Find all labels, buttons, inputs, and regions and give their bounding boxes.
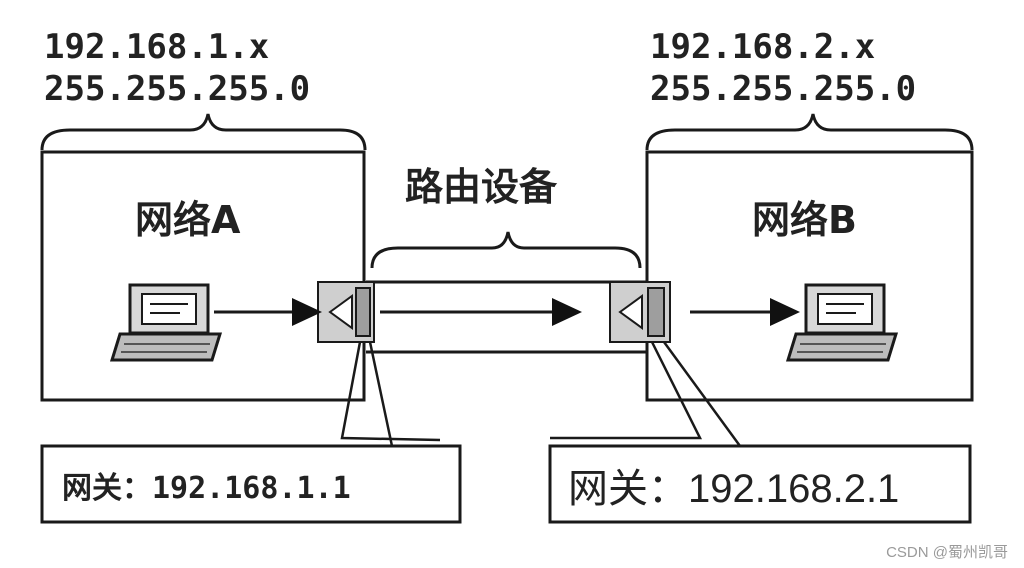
network-b-box xyxy=(645,150,974,402)
gateway-a-leader xyxy=(340,341,441,442)
network-a-brace xyxy=(40,113,367,151)
computer-b-icon xyxy=(785,283,899,362)
gateway-b-leader xyxy=(550,341,703,440)
network-b-brace xyxy=(645,113,974,151)
network-b-mask: 255.255.255.0 xyxy=(650,69,916,109)
network-a-box xyxy=(40,150,366,402)
gateway-b-label: 网关：192.168.2.1 xyxy=(568,467,899,511)
gateway-a-label: 网关：192.168.1.1 xyxy=(62,471,351,506)
router-brace xyxy=(370,231,642,269)
network-b-label: 网络B xyxy=(752,198,857,242)
arrow-a-to-router xyxy=(214,298,322,326)
network-a-label: 网络A xyxy=(135,198,241,242)
watermark-text: CSDN @蜀州凯哥 xyxy=(886,544,1008,561)
arrow-router-to-b xyxy=(690,298,800,326)
router-port-b-icon xyxy=(609,281,671,343)
arrow-through-router xyxy=(380,298,582,326)
network-a-ip: 192.168.1.x xyxy=(44,27,269,67)
network-b-ip: 192.168.2.x xyxy=(650,27,875,67)
gateway-a-box xyxy=(40,444,462,524)
gateway-a-leader-2 xyxy=(368,341,455,448)
network-a-mask: 255.255.255.0 xyxy=(44,69,310,109)
router-label: 路由设备 xyxy=(405,165,558,209)
router-port-a-icon xyxy=(317,281,375,343)
gateway-b-box xyxy=(548,444,972,524)
computer-a-icon xyxy=(109,283,223,362)
